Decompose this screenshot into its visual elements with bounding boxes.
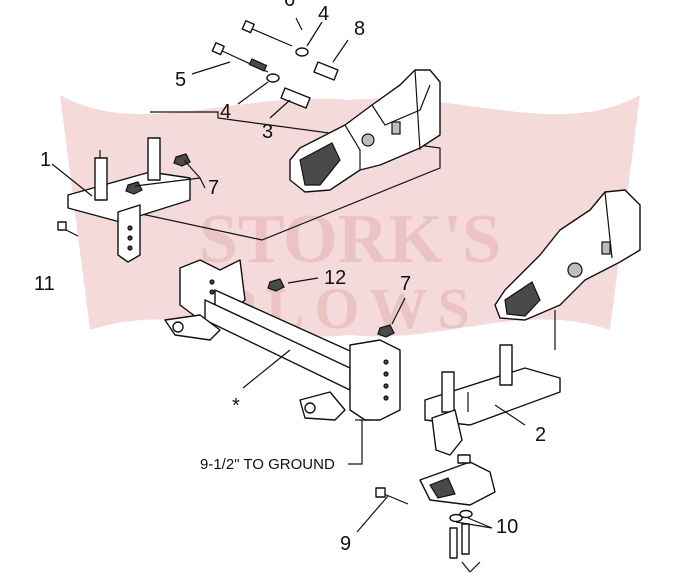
hitch-receiver	[419, 454, 496, 506]
main-crossbar-frame	[164, 259, 401, 421]
callout-7-right: 7	[400, 273, 411, 295]
leader-lines	[51, 17, 526, 573]
callout-4-top: 4	[318, 3, 329, 25]
bolt-11	[57, 221, 79, 237]
washer-4-upper	[295, 47, 309, 57]
callout-10: 10	[496, 516, 518, 538]
callout-12: 12	[324, 267, 346, 289]
right-receiver-housing	[494, 189, 641, 350]
right-mount-bracket	[424, 344, 561, 456]
ground-clearance-note: 9-1/2" TO GROUND	[200, 456, 335, 473]
washers-bolts-10	[449, 509, 473, 559]
callout-1: 1	[40, 149, 51, 171]
callout-star: *	[232, 395, 240, 417]
spacer-8	[313, 61, 339, 81]
callout-2: 2	[535, 424, 546, 446]
watermark-line1: STORK'S	[199, 201, 501, 278]
nut-7-right	[377, 324, 395, 338]
callout-6: 6	[284, 0, 295, 11]
bolt-9	[375, 487, 409, 505]
left-mount-bracket	[67, 137, 191, 263]
spacer-3	[280, 87, 311, 109]
bolt-6	[241, 20, 293, 47]
callout-11: 11	[34, 273, 55, 295]
washer-4-lower	[266, 73, 280, 83]
bolt-5	[211, 42, 269, 73]
callout-7-left: 7	[208, 177, 219, 199]
callout-4-middle: 4	[220, 101, 231, 123]
nut-12	[267, 278, 285, 292]
upper-receiver-housing	[289, 69, 441, 193]
callout-3: 3	[262, 121, 273, 143]
callout-8: 8	[354, 18, 365, 40]
callout-5: 5	[175, 69, 186, 91]
callout-9: 9	[340, 533, 351, 555]
